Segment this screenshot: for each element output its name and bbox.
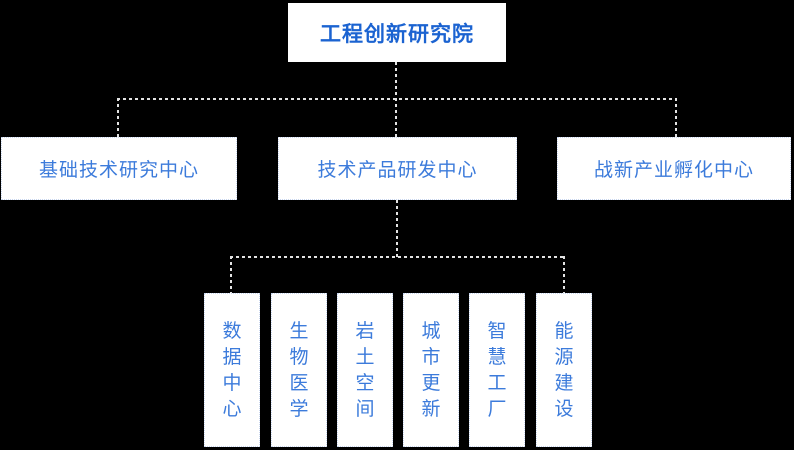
node-label: 技术产品研发中心 <box>317 159 478 181</box>
node-label: 岩 土 空 间 <box>355 320 375 420</box>
connector-level3-drop-left <box>230 256 232 294</box>
node-smart-factory: 智 慧 工 厂 <box>469 293 525 447</box>
node-strategic-industry-incubation-center: 战新产业孵化中心 <box>557 137 791 200</box>
node-label: 城 市 更 新 <box>421 320 441 420</box>
node-basic-tech-research-center: 基础技术研究中心 <box>1 137 237 200</box>
connector-level2-drop-left <box>117 98 119 138</box>
connector-mid-node-drop <box>396 200 398 257</box>
connector-root-drop <box>395 62 397 99</box>
node-data-center: 数 据 中 心 <box>204 293 260 447</box>
node-biomedicine: 生 物 医 学 <box>271 293 327 447</box>
node-label: 能 源 建 设 <box>554 320 574 420</box>
node-label: 战新产业孵化中心 <box>593 159 754 181</box>
node-label: 智 慧 工 厂 <box>487 320 507 420</box>
node-label: 工程创新研究院 <box>320 21 474 46</box>
connector-level2-rail <box>117 98 677 100</box>
node-label: 生 物 医 学 <box>289 320 309 420</box>
node-energy-construction: 能 源 建 设 <box>536 293 592 447</box>
node-geotechnical-space: 岩 土 空 间 <box>337 293 393 447</box>
node-tech-product-rd-center: 技术产品研发中心 <box>278 137 517 200</box>
node-label: 数 据 中 心 <box>222 320 242 420</box>
connector-level3-rail <box>230 256 565 258</box>
connector-level3-drop-right <box>563 256 565 294</box>
connector-level2-drop-right <box>675 98 677 138</box>
node-label: 基础技术研究中心 <box>38 159 199 181</box>
node-urban-renewal: 城 市 更 新 <box>403 293 459 447</box>
connector-level2-drop-mid <box>395 98 397 138</box>
node-engineering-innovation-institute: 工程创新研究院 <box>288 3 506 62</box>
